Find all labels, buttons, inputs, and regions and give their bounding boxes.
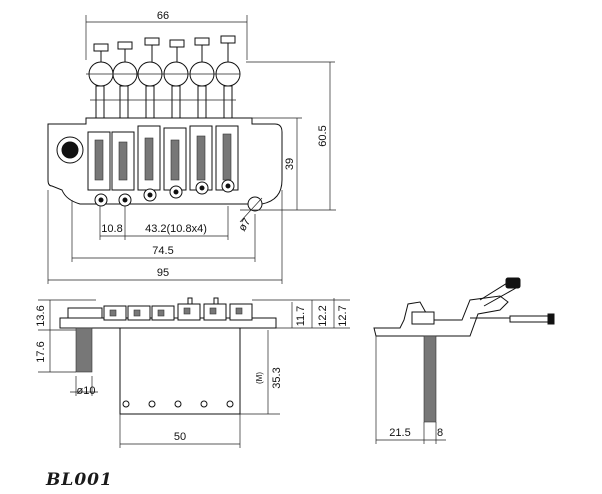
dim-plate-height-b: 12.2 bbox=[317, 305, 329, 326]
dim-block-thickness: 8 bbox=[437, 427, 443, 439]
dim-string-spacing-total: 43.2(10.8x4) bbox=[145, 223, 207, 235]
dim-plate-height-a: 11.7 bbox=[295, 306, 307, 327]
dim-height-total: 60.5 bbox=[317, 125, 329, 146]
front-view: 13.6 17.6 ø10 11.7 12.2 12.7 35.3 (M) 50 bbox=[35, 297, 350, 448]
stud-post bbox=[75, 327, 93, 373]
dim-stud-diameter: ø10 bbox=[77, 385, 96, 397]
sustain-block bbox=[119, 327, 241, 415]
dim-string-spacing-single: 10.8 bbox=[101, 223, 122, 235]
top-view: 66 bbox=[47, 10, 336, 284]
side-view: 21.5 8 bbox=[373, 277, 555, 444]
pivot-hole bbox=[247, 196, 263, 212]
dim-block-note: (M) bbox=[255, 372, 264, 384]
model-code: BL001 bbox=[46, 470, 113, 490]
dim-pivot-spacing: 74.5 bbox=[152, 245, 173, 257]
dim-height-saddle: 39 bbox=[284, 158, 296, 170]
dim-block-width: 50 bbox=[174, 431, 186, 443]
saddle-row bbox=[87, 125, 239, 207]
dim-stud-height-lower: 17.6 bbox=[35, 341, 47, 362]
dim-front-offset: 21.5 bbox=[389, 427, 410, 439]
dim-pivot-hole: ø7 bbox=[236, 216, 253, 233]
fine-tuner-knob bbox=[505, 277, 521, 289]
side-block bbox=[423, 335, 437, 423]
side-profile bbox=[373, 295, 509, 337]
fine-tuner-row bbox=[86, 35, 335, 87]
dim-stud-height-upper: 13.6 bbox=[35, 305, 47, 326]
dim-plate-height-c: 12.7 bbox=[337, 305, 349, 326]
dim-block-depth: 35.3 bbox=[271, 367, 283, 388]
dim-baseplate-width: 95 bbox=[157, 267, 169, 279]
dim-overall-width: 66 bbox=[157, 10, 169, 22]
